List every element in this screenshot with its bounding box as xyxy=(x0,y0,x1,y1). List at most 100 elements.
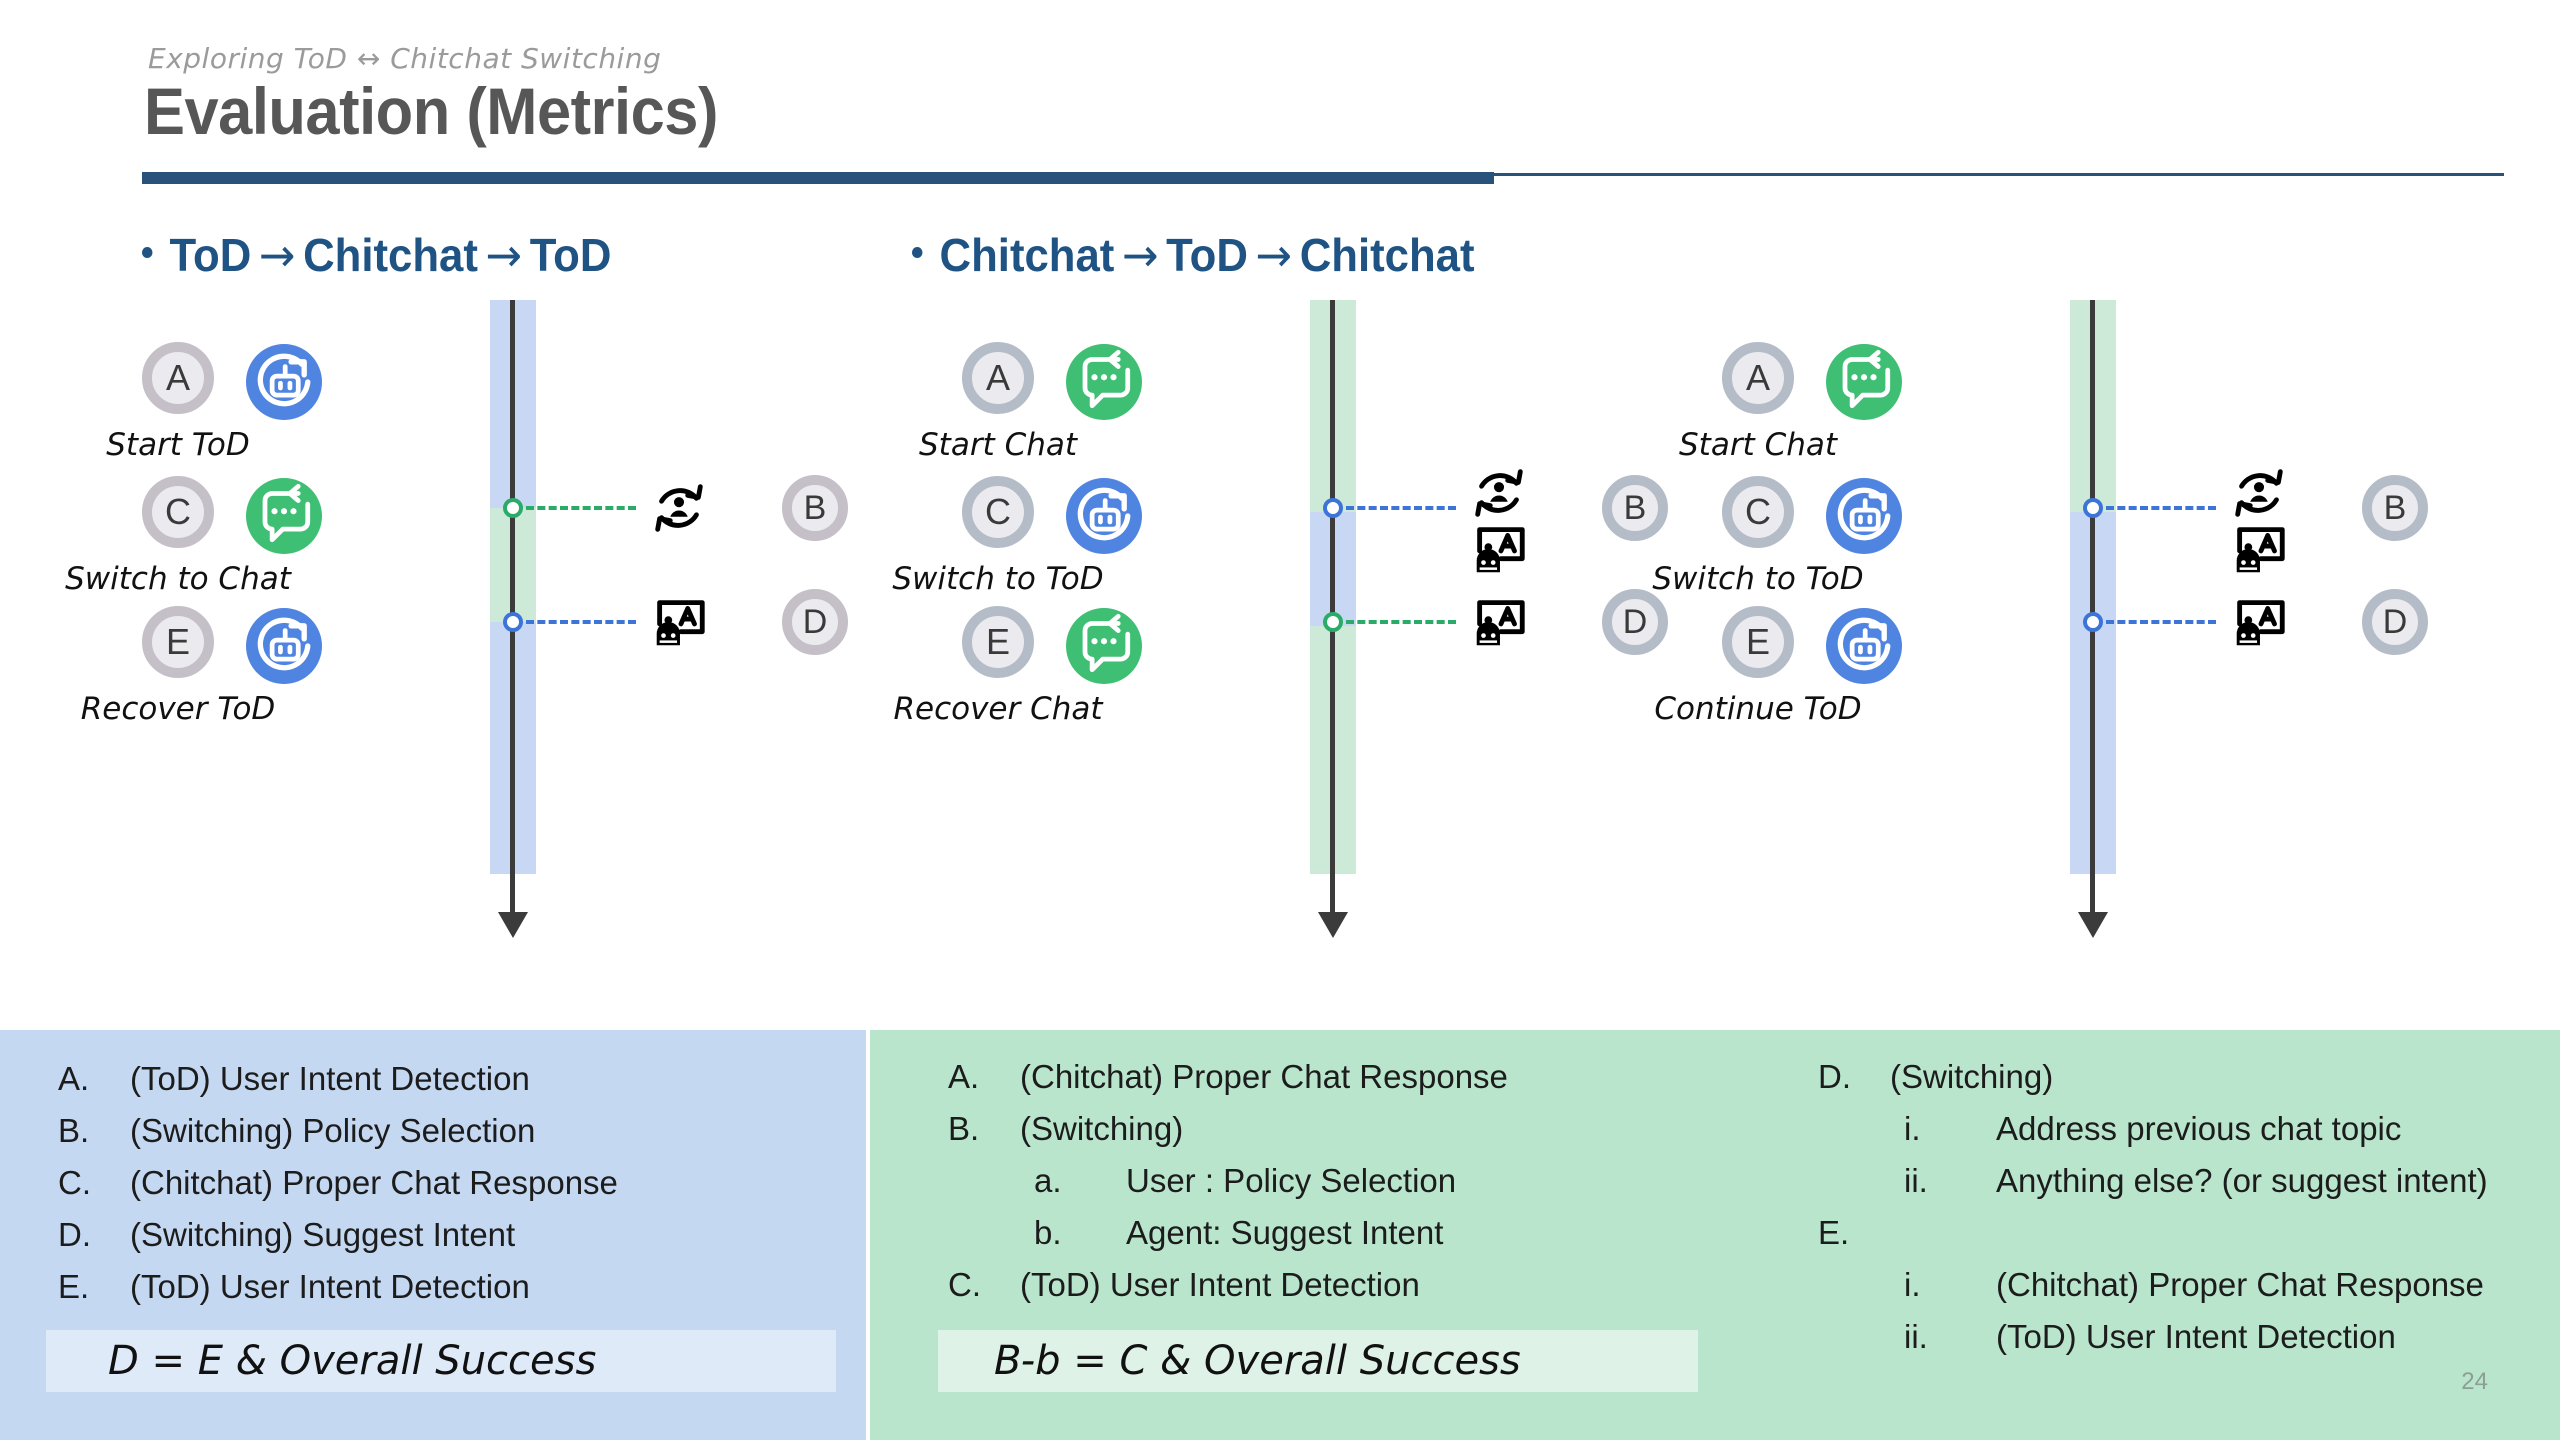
legend-left-marker: D. xyxy=(58,1216,91,1253)
timeline-axis-line xyxy=(1330,300,1335,916)
section-1-part-c: ToD xyxy=(529,229,612,281)
chat-return-icon xyxy=(1066,608,1142,684)
legend-mid-marker: C. xyxy=(948,1266,981,1303)
section-1-part-b: Chitchat xyxy=(303,229,478,281)
legend-right-marker: E. xyxy=(1818,1214,1850,1251)
legend-left-text: (Chitchat) Proper Chat Response xyxy=(130,1164,618,1201)
outcome-node-d: D xyxy=(2362,589,2428,655)
step-label-e: Recover Chat xyxy=(893,691,1103,727)
outcome-node-b: B xyxy=(1602,475,1668,541)
page-number: 24 xyxy=(2461,1368,2488,1395)
eyebrow-subtitle: Exploring ToD ↔ Chitchat Switching xyxy=(148,42,662,75)
step-node-c: C xyxy=(962,476,1034,548)
legend-right-text: (Switching) xyxy=(1890,1058,2054,1095)
legend-left-marker: B. xyxy=(58,1112,90,1149)
section-heading-chitchat-tod-chitchat: Chitchat→ToD→Chitchat xyxy=(912,228,1475,282)
step-label-c: Switch to ToD xyxy=(1652,561,1864,597)
legend-right-marker: ii. xyxy=(1904,1318,1928,1355)
legend-right-text: Address previous chat topic xyxy=(1996,1110,2402,1147)
legend-mid-text: (Switching) xyxy=(1020,1110,1184,1147)
outcome-node-b: B xyxy=(2362,475,2428,541)
timeline-axis-line xyxy=(510,300,515,916)
step-node-e: E xyxy=(1722,606,1794,678)
legend-mid-text: User : Policy Selection xyxy=(1126,1162,1457,1199)
step-node-a: A xyxy=(142,342,214,414)
connector-dot-b xyxy=(1322,498,1343,518)
legend-left-text: (Switching) Policy Selection xyxy=(130,1112,536,1149)
step-label-c: Switch to Chat xyxy=(65,561,291,597)
legend-right-text: (ToD) User Intent Detection xyxy=(1996,1318,2396,1355)
legend-right-marker: ii. xyxy=(1904,1162,1928,1199)
step-label-a: Start Chat xyxy=(1678,427,1838,463)
legend-left-marker: E. xyxy=(58,1268,90,1305)
connector-dot-d xyxy=(2082,612,2103,632)
connector-dot-d xyxy=(502,612,523,632)
connector-line-d xyxy=(2106,620,2216,624)
connector-line-b xyxy=(2106,506,2216,510)
step-node-c: C xyxy=(1722,476,1794,548)
section-heading-tod-chitchat-tod: ToD→Chitchat→ToD xyxy=(142,228,611,282)
legend-right-marker: i. xyxy=(1904,1266,1921,1303)
connector-dot-b xyxy=(502,498,523,518)
robot-refresh-icon xyxy=(246,608,322,684)
section-2-part-c: Chitchat xyxy=(1299,229,1475,281)
arrow-right-icon: → xyxy=(1121,228,1159,282)
legend-left-marker: A. xyxy=(58,1060,90,1097)
title-rule-thin xyxy=(1494,173,2504,176)
chat-return-icon xyxy=(246,478,322,554)
step-label-e: Recover ToD xyxy=(80,691,276,727)
robot-refresh-icon xyxy=(1826,608,1902,684)
legend-mid-text: (Chitchat) Proper Chat Response xyxy=(1020,1058,1508,1095)
chat-return-icon xyxy=(1826,344,1902,420)
step-label-a: Start Chat xyxy=(918,427,1078,463)
section-2-part-b: ToD xyxy=(1166,229,1248,281)
timeline-arrow-icon xyxy=(1317,912,1348,938)
slide-header: Exploring ToD ↔ Chitchat Switching Evalu… xyxy=(0,0,2560,184)
robot-refresh-icon xyxy=(1826,478,1902,554)
agent-suggest-icon xyxy=(1468,518,1530,580)
legend-mid-marker: b. xyxy=(1034,1214,1062,1251)
legend-mid-text: Agent: Suggest Intent xyxy=(1126,1214,1444,1251)
legend-mid-marker: A. xyxy=(948,1058,980,1095)
step-node-a: A xyxy=(962,342,1034,414)
legend-left-text: (ToD) User Intent Detection xyxy=(130,1060,530,1097)
user-refresh-icon xyxy=(1468,462,1530,524)
step-node-e: E xyxy=(962,606,1034,678)
step-node-a: A xyxy=(1722,342,1794,414)
outcome-node-d: D xyxy=(782,589,848,655)
timeline-arrow-icon xyxy=(497,912,528,938)
legend-left-marker: C. xyxy=(58,1164,91,1201)
title-rule-thick xyxy=(142,172,1494,184)
timeline-arrow-icon xyxy=(2077,912,2108,938)
legend-mid-marker: B. xyxy=(948,1110,980,1147)
legend-right-text: Anything else? (or suggest intent) xyxy=(1996,1162,2488,1199)
arrow-right-icon: → xyxy=(1255,228,1293,282)
section-2-part-a: Chitchat xyxy=(939,229,1115,281)
highlight-text-left: D = E & Overall Success xyxy=(108,1338,597,1384)
page-title: Evaluation (Metrics) xyxy=(144,74,718,148)
agent-suggest-icon xyxy=(2228,518,2290,580)
agent-suggest-icon xyxy=(1468,591,1530,653)
outcome-node-d: D xyxy=(1602,589,1668,655)
connector-line-d xyxy=(526,620,636,624)
arrow-right-icon: → xyxy=(485,228,523,282)
legend-left-text: (ToD) User Intent Detection xyxy=(130,1268,530,1305)
agent-suggest-icon xyxy=(648,591,710,653)
agent-suggest-icon xyxy=(2228,591,2290,653)
robot-refresh-icon xyxy=(1066,478,1142,554)
step-label-e: Continue ToD xyxy=(1654,691,1862,727)
highlight-text-mid: B-b = C & Overall Success xyxy=(994,1338,1521,1384)
step-node-c: C xyxy=(142,476,214,548)
connector-line-b xyxy=(1346,506,1456,510)
bullet-dot-icon xyxy=(142,247,153,258)
legend-left-text: (Switching) Suggest Intent xyxy=(130,1216,516,1253)
step-label-a: Start ToD xyxy=(106,427,250,463)
robot-refresh-icon xyxy=(246,344,322,420)
arrow-right-icon: → xyxy=(258,228,296,282)
